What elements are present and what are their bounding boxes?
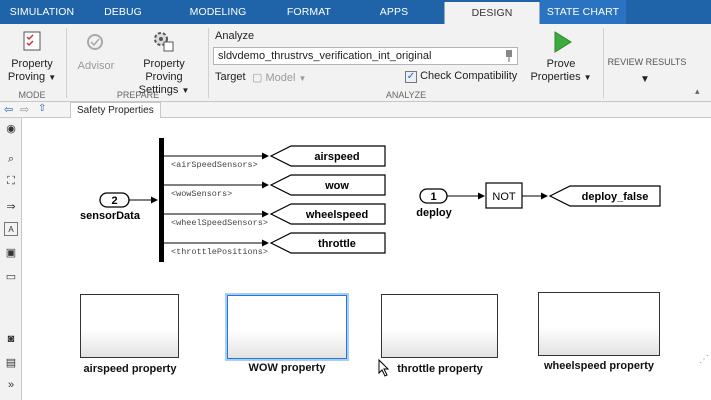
block-diagram: 2 sensorData <airSpeedSensors> <wowSenso…: [80, 138, 661, 262]
property-proving-button[interactable]: Property Proving ▼: [4, 58, 60, 84]
back-arrow-icon[interactable]: ⇦: [4, 104, 14, 116]
forward-arrow-icon[interactable]: ⇨: [20, 104, 30, 116]
collapse-toolstrip-icon[interactable]: ▴: [695, 86, 700, 96]
bus-output-airspeed: <airSpeedSensors>: [164, 152, 269, 170]
inport-deploy-number: 1: [430, 191, 436, 203]
bus-output-throttle: <throttlePositions>: [164, 239, 269, 257]
model-browser-icon[interactable]: ▤: [5, 357, 17, 369]
inport-sensordata-number: 2: [111, 195, 117, 207]
property-label-wheelspeed: wheelspeed property: [543, 360, 655, 372]
prove-line2: Properties ▼: [530, 71, 592, 83]
prove-play-icon: [554, 31, 572, 53]
property-label-wow: WOW property: [248, 362, 326, 374]
bus-output-wow: <wowSensors>: [164, 181, 269, 199]
inport-sensordata[interactable]: 2 sensorData: [80, 192, 141, 222]
chevron-down-icon: ▼: [583, 73, 592, 82]
pin-icon[interactable]: [504, 49, 514, 63]
chevron-down-icon: ▼: [298, 74, 307, 83]
section-prepare: PREPARE: [116, 90, 160, 100]
settings-gear-icon: [154, 32, 174, 52]
goto-wheelspeed-tag: wheelspeed: [305, 209, 368, 221]
inport-deploy-name: deploy: [416, 207, 452, 219]
toolstrip: Property Proving ▼ MODE Advisor Property…: [0, 24, 711, 102]
checkbox-icon: ✓: [405, 71, 417, 83]
address-bar: ⇦ ⇨ ⇧ Safety Properties: [0, 102, 711, 118]
tab-apps[interactable]: APPS: [379, 6, 409, 18]
section-mode: MODE: [18, 90, 46, 100]
expand-palette-icon[interactable]: »: [7, 379, 15, 391]
chevron-down-icon: ▼: [48, 73, 57, 82]
toolstrip-tabs: SIMULATION DEBUG MODELING FORMAT APPS DE…: [0, 0, 711, 41]
hide-show-icon[interactable]: ◉: [6, 123, 16, 135]
signal-label-throttle: <throttlePositions>: [171, 247, 268, 257]
annotation-icon[interactable]: A: [4, 222, 18, 236]
area-icon[interactable]: ▭: [5, 271, 17, 283]
settings-line1: Property Proving: [143, 58, 185, 83]
box-icon: ▢: [252, 72, 263, 84]
tool-palette: ◉ ⌕ ⛶ ⇒ A ▣ ▭ ◙ ▤ »: [0, 118, 22, 400]
goto-throttle-tag: throttle: [318, 238, 356, 250]
property-subsystem-airspeed[interactable]: [80, 294, 179, 358]
camera-icon[interactable]: ◙: [7, 333, 15, 345]
review-results-expand[interactable]: ▼: [640, 74, 650, 85]
inport-deploy[interactable]: 1 deploy: [416, 188, 453, 219]
section-analyze: ANALYZE: [385, 90, 427, 100]
property-label-throttle: throttle property: [397, 363, 483, 375]
tab-simulation[interactable]: SIMULATION: [9, 6, 75, 18]
bus-selector[interactable]: [159, 138, 164, 262]
tab-format[interactable]: FORMAT: [286, 6, 332, 18]
advisor-icon: [87, 34, 103, 50]
goto-deploy-false-tag: deploy_false: [582, 191, 649, 203]
goto-wheelspeed[interactable]: wheelspeed: [269, 203, 386, 225]
goto-wow[interactable]: wow: [269, 174, 386, 196]
prove-properties-button[interactable]: Prove Properties ▼: [528, 58, 594, 84]
prove-line1: Prove: [546, 58, 576, 70]
up-arrow-icon[interactable]: ⇧: [38, 103, 47, 114]
breadcrumb[interactable]: Safety Properties: [70, 102, 161, 118]
tab-design-verifier[interactable]: DESIGN VERIFIER✕: [444, 2, 540, 41]
arrow-right-icon[interactable]: ⇒: [6, 201, 16, 213]
signal-label-wow: <wowSensors>: [171, 189, 232, 199]
check-compatibility-button[interactable]: ✓ Check Compatibility: [405, 70, 517, 83]
bus-output-wheelspeed: <wheelSpeedSensors>: [164, 210, 269, 228]
property-proving-line2: Proving ▼: [7, 71, 57, 83]
signal-label-wheelspeed: <wheelSpeedSensors>: [171, 218, 268, 228]
property-proving-settings-button[interactable]: Property Proving Settings ▼: [124, 58, 204, 97]
model-name-text: sldvdemo_thrustrvs_verification_int_orig…: [218, 50, 432, 62]
analyze-title: Analyze: [215, 30, 255, 42]
zoom-icon[interactable]: ⌕: [7, 153, 15, 165]
image-icon[interactable]: ▣: [5, 247, 17, 259]
chevron-down-icon: ▼: [181, 86, 190, 95]
property-subsystem-throttle[interactable]: [381, 294, 498, 358]
advisor-button[interactable]: Advisor: [77, 60, 115, 72]
goto-deploy-false[interactable]: deploy_false: [548, 185, 661, 207]
goto-throttle[interactable]: throttle: [269, 232, 386, 254]
resize-grip-icon: ⋰: [699, 354, 709, 365]
goto-wow-tag: wow: [324, 180, 349, 192]
inport-sensordata-name: sensorData: [80, 210, 141, 222]
property-subsystem-wheelspeed[interactable]: [538, 292, 660, 356]
target-label: Target: [215, 71, 246, 83]
settings-line2: Settings ▼: [138, 84, 190, 96]
tab-debug[interactable]: DEBUG: [104, 6, 142, 18]
mouse-cursor-icon: [378, 359, 390, 377]
goto-airspeed-tag: airspeed: [314, 151, 359, 163]
logical-not-block[interactable]: NOT: [485, 182, 523, 209]
tab-state-chart[interactable]: STATE CHART: [540, 0, 626, 24]
review-results-label: REVIEW RESULTS: [607, 57, 687, 67]
target-dropdown[interactable]: ▢ Model ▼: [252, 72, 307, 84]
not-block-label: NOT: [492, 191, 516, 203]
model-name-field[interactable]: sldvdemo_thrustrvs_verification_int_orig…: [213, 47, 518, 65]
property-label-airspeed: airspeed property: [83, 363, 177, 375]
signal-label-airspeed: <airSpeedSensors>: [171, 160, 258, 170]
tab-modeling[interactable]: MODELING: [189, 6, 247, 18]
property-proving-line1: Property: [11, 58, 53, 70]
fit-view-icon[interactable]: ⛶: [7, 175, 15, 187]
property-proving-icon: [23, 31, 41, 51]
property-subsystem-wow[interactable]: [227, 295, 347, 359]
check-compatibility-label: Check Compatibility: [420, 70, 518, 82]
model-canvas[interactable]: 2 sensorData <airSpeedSensors> <wowSenso…: [23, 118, 711, 400]
goto-airspeed[interactable]: airspeed: [269, 145, 386, 167]
